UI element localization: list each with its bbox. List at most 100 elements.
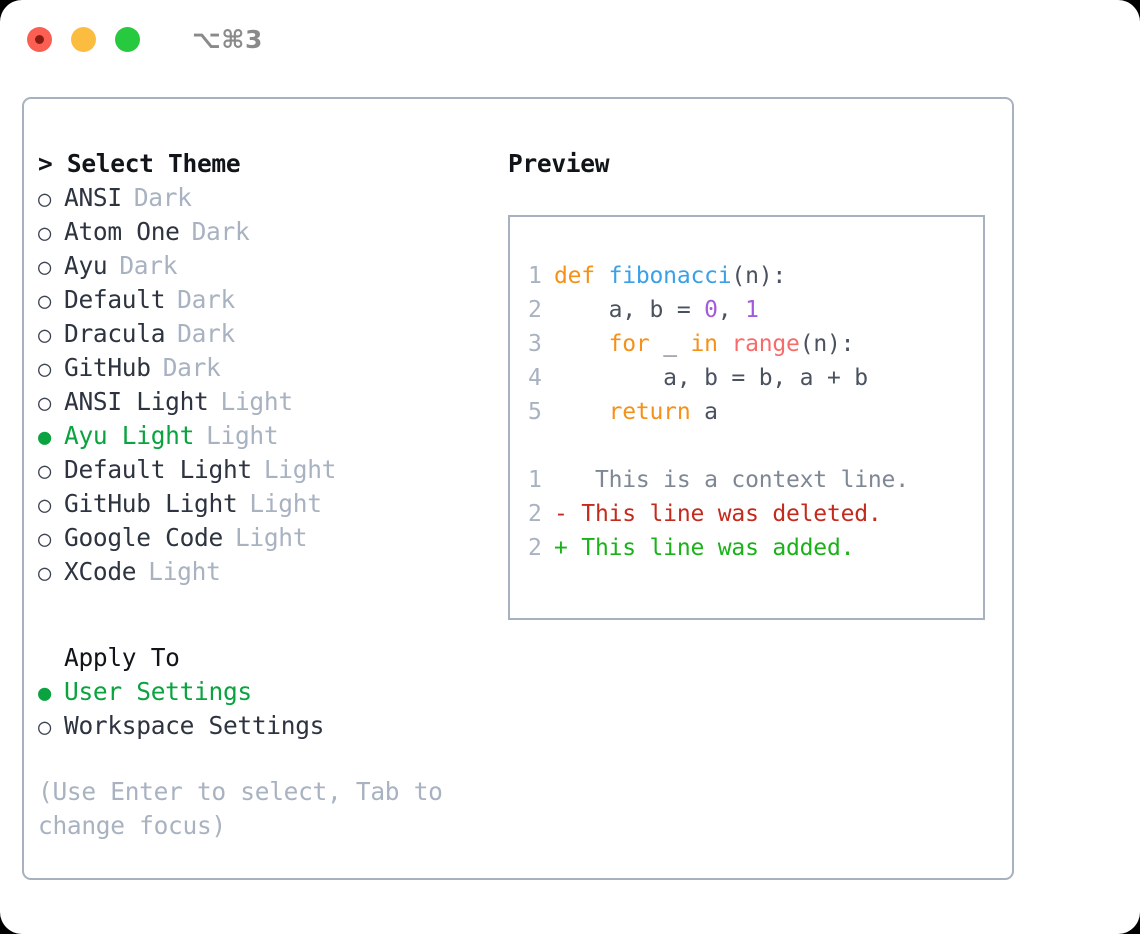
theme-name-label: Ayu [64,251,108,280]
diff-line-deleted: 2- This line was deleted. [528,497,983,531]
apply-to-list: ● User Settings ○ Workspace Settings [38,675,494,743]
radio-unselected-icon[interactable]: ○ [38,357,51,382]
theme-list-item[interactable]: ○ XCode Light [38,555,494,589]
diff-marker [554,467,568,493]
diff-text: This line was added. [567,535,855,561]
theme-name-label: Google Code [64,523,223,552]
code-line: 4 a, b = b, a + b [528,361,983,395]
theme-variant-tag: Dark [162,353,221,382]
radio-unselected-icon[interactable]: ○ [38,289,51,314]
preview-heading: Preview [508,149,610,178]
theme-list-item[interactable]: ○ Ayu Dark [38,249,494,283]
theme-name-label: ANSI [64,183,122,212]
theme-variant-tag: Dark [191,217,250,246]
radio-unselected-icon[interactable]: ○ [38,221,51,246]
theme-list-item[interactable]: ○ GitHub Dark [38,351,494,385]
theme-list-item[interactable]: ○ Default Dark [38,283,494,317]
theme-variant-tag: Light [234,523,308,552]
radio-unselected-icon[interactable]: ○ [38,527,51,552]
diff-line-context: 1 This is a context line. [528,463,983,497]
diff-marker: + [554,535,568,561]
radio-unselected-icon[interactable]: ○ [38,561,51,586]
code-token-num: 0 [704,297,718,323]
radio-unselected-icon[interactable]: ○ [38,323,51,348]
radio-selected-icon[interactable]: ● [38,681,51,706]
line-number: 1 [528,263,542,289]
theme-variant-tag: Dark [177,285,235,314]
code-line: 5 return a [528,395,983,429]
code-line: 2 a, b = 0, 1 [528,293,983,327]
theme-name-label: Atom One [64,217,180,246]
theme-list-item[interactable]: ○ ANSI Light Light [38,385,494,419]
apply-to-heading: Apply To [64,643,180,672]
apply-to-option-label: User Settings [64,677,252,706]
apply-to-option[interactable]: ○ Workspace Settings [38,709,494,743]
title-bar: ⌥⌘3 [0,0,1140,78]
apply-to-option-label: Workspace Settings [64,711,325,740]
line-number: 1 [528,467,542,493]
theme-variant-tag: Light [220,387,294,416]
line-number: 2 [528,297,542,323]
traffic-light-buttons [27,26,140,52]
theme-list-item[interactable]: ○ ANSI Dark [38,181,494,215]
diff-sample: 1 This is a context line.2- This line wa… [528,463,983,565]
theme-variant-tag: Dark [133,183,192,212]
code-token-num: 1 [745,297,759,323]
close-window-button[interactable] [27,26,52,52]
maximize-window-button[interactable] [115,26,140,52]
theme-variant-tag: Dark [119,251,178,280]
radio-selected-icon[interactable]: ● [38,425,51,450]
theme-name-label: GitHub [64,353,151,382]
code-token-txt [554,331,609,357]
line-number: 5 [528,399,542,425]
radio-unselected-icon[interactable]: ○ [38,255,51,280]
code-token-txt: a [690,399,718,425]
radio-unselected-icon[interactable]: ○ [38,187,51,212]
theme-variant-tag: Dark [177,319,235,348]
theme-name-label: GitHub Light [64,489,238,518]
theme-name-label: ANSI Light [64,387,209,416]
line-number: 2 [528,535,542,561]
code-token-txt: a, b = [554,297,705,323]
minimize-window-button[interactable] [71,26,96,52]
radio-unselected-icon[interactable]: ○ [38,391,51,416]
code-token-txt [718,331,732,357]
diff-marker: - [554,501,568,527]
theme-list-item[interactable]: ○ GitHub Light Light [38,487,494,521]
code-token-txt: a, b = b, a + b [554,365,868,391]
theme-name-label: Default Light [64,455,252,484]
keyboard-hint-text: (Use Enter to select, Tab to change focu… [38,777,443,840]
keyboard-shortcut-label: ⌥⌘3 [192,24,263,54]
line-number: 4 [528,365,542,391]
line-number: 3 [528,331,542,357]
code-token-kw: def [554,263,609,289]
theme-name-label: Ayu Light [64,421,195,450]
apply-to-option[interactable]: ● User Settings [38,675,494,709]
theme-name-label: Default [64,285,166,314]
diff-line-added: 2 + This line was added. [528,531,983,565]
line-number: 2 [528,501,542,527]
code-line: 3 for _ in range(n): [528,327,983,361]
theme-list-item[interactable]: ○ Google Code Light [38,521,494,555]
radio-unselected-icon[interactable]: ○ [38,715,51,740]
code-token-kw: for [608,331,650,357]
radio-unselected-icon[interactable]: ○ [38,493,51,518]
theme-variant-tag: Light [249,489,322,518]
radio-unselected-icon[interactable]: ○ [38,459,51,484]
code-blank-line [528,429,983,463]
code-token-kw: return [608,399,691,425]
code-token-kw: in [690,331,718,357]
theme-list-item[interactable]: ○ Atom One Dark [38,215,494,249]
theme-variant-tag: Light [148,557,221,586]
theme-name-label: XCode [64,557,137,586]
